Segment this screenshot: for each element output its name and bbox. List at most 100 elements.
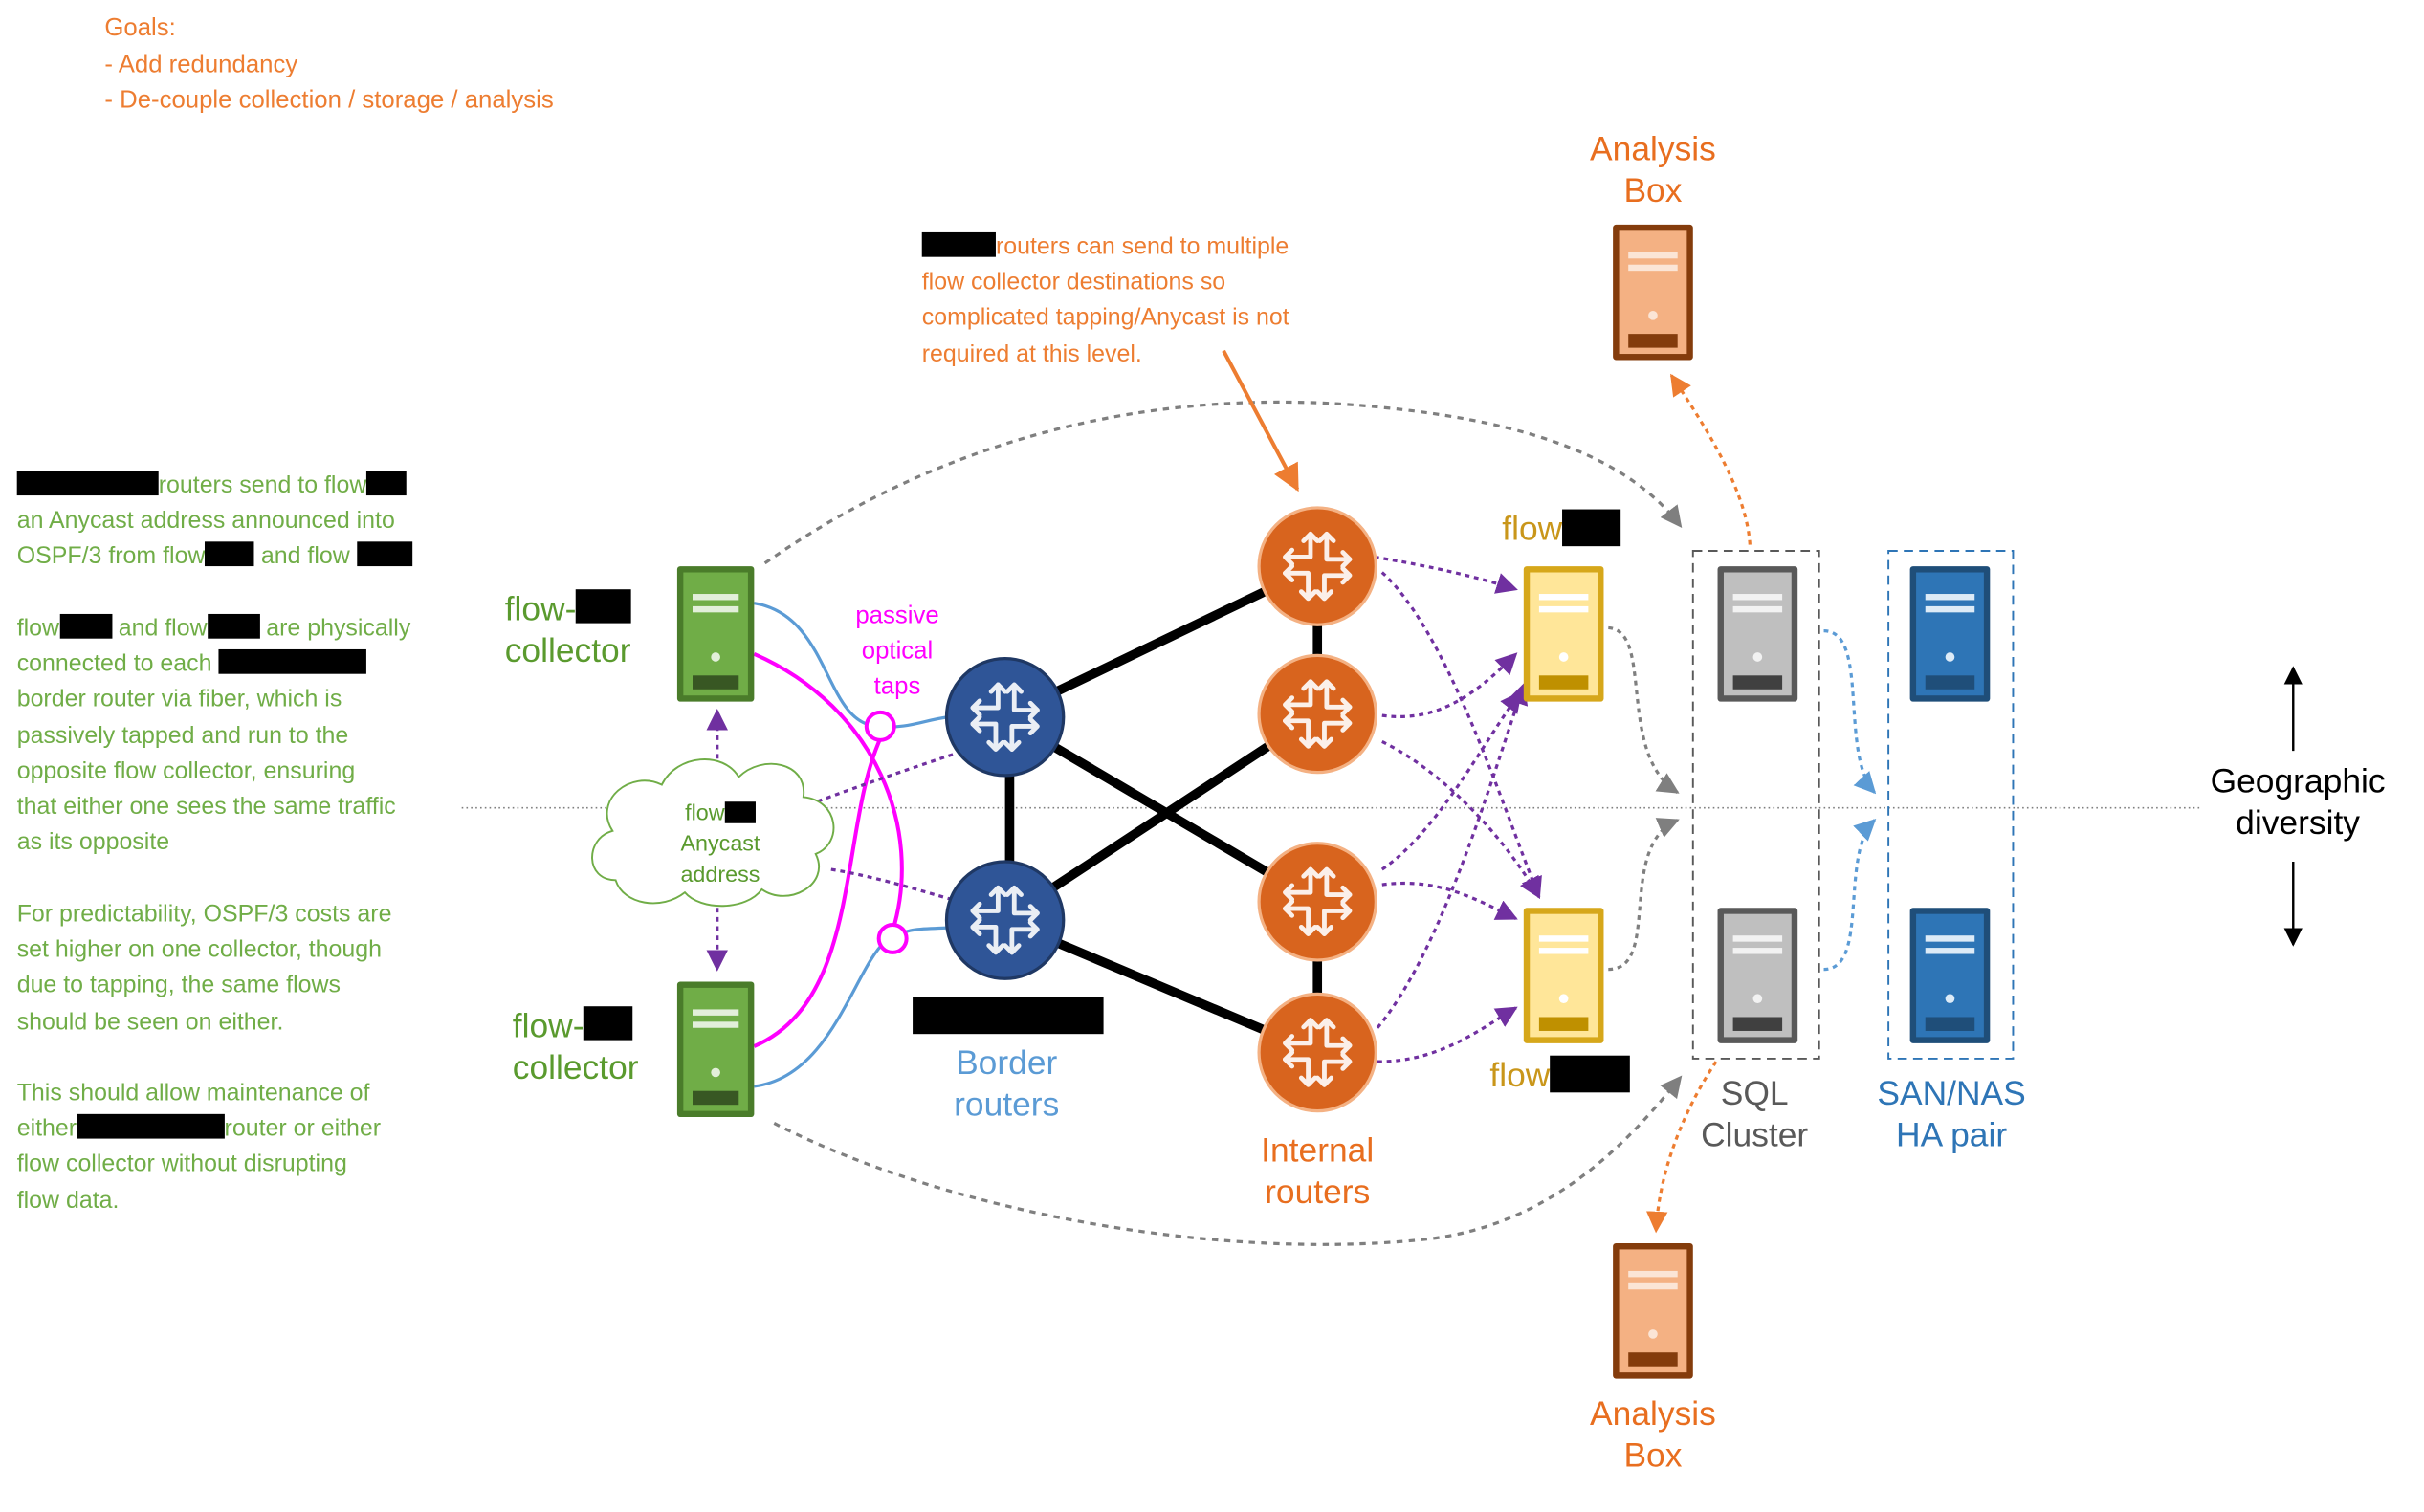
border-router-bottom [944,860,1066,980]
label-text: Geographic [2210,761,2386,800]
note-text: as its opposite [16,829,170,856]
note-text: flow collector without disrupting [16,1151,347,1178]
label-text: collector [512,1048,639,1087]
note-anycast: routers send to flow an Anycast address … [16,468,467,575]
redaction-border-name [913,997,1104,1035]
analysis-top-label: Analysis Box [1560,128,1745,212]
collector-server-bottom [676,981,755,1118]
anycast-cloud [591,758,835,908]
goals-item-1: - Add redundancy [104,51,298,78]
label-text: passive [855,603,939,630]
geo-diversity-label: Geographic diversity [2198,760,2398,844]
internal-router-4 [1257,992,1377,1113]
label-text: Box [1623,171,1683,210]
label-text: Analysis [1590,129,1716,168]
label-text: flow [1502,509,1563,548]
analysis-bottom-label: Analysis Box [1560,1392,1745,1477]
fiber-top [754,602,949,729]
label-text: flow- [504,589,577,628]
label-text: taps [873,673,921,701]
sql-to-analysis-top [1669,373,1752,545]
label-text: diversity [2236,803,2360,843]
redaction [77,1114,225,1139]
tap-line-bottom [753,737,883,1048]
sql-server-bottom [1717,908,1798,1043]
sql-to-analysis-bottom [1645,1061,1718,1234]
note-text: set higher on one collector, though [16,937,382,964]
goals-item-2: - De-couple collection / storage / analy… [104,87,554,115]
label-text: flow [1489,1055,1551,1094]
internal-router-3 [1257,842,1377,962]
sql-cluster-label: SQL Cluster [1678,1072,1832,1156]
collector-to-sql-top-curve [763,400,1683,565]
redaction [16,471,159,496]
note-ospf: For predictability, OSPF/3 costs are set… [17,897,467,1040]
redaction [366,471,408,496]
note-text: connected to each [16,650,219,678]
sql-to-san-arrows [1823,629,1877,972]
note-text: border router via fiber, which is [16,687,342,713]
label-text: Anycast [680,832,760,858]
collector-top-label: flow- collector [505,588,632,672]
san-nas-label: SAN/NAS HA pair [1860,1072,2044,1156]
border-routers-label: Border routers [915,1041,1099,1126]
callout-arrow [1222,349,1300,493]
cloud-label: flow Anycast address [659,799,782,891]
label-text: Internal [1261,1130,1375,1170]
note-text: complicated tapping/Anycast is not [921,305,1289,332]
note-text: and flow [111,615,208,642]
note-text: should be seen on either. [16,1008,284,1036]
note-text: required at this level. [921,340,1142,367]
label-text: routers [1265,1172,1371,1212]
note-text: and flow [253,543,350,570]
note-text: flow [16,615,60,642]
sql-cluster-box [1691,550,1820,1060]
label-text: flow [685,801,725,826]
redaction [205,541,254,567]
flow-server-top [1523,566,1604,702]
note-fiber: flow and flow are physically connected t… [17,611,467,861]
note-text: flow collector destinations so [921,269,1226,296]
note-text: that either one sees the same traffic [16,794,396,821]
label-text: optical [861,638,934,666]
san-server-top [1909,566,1991,702]
note-text: either [16,1115,77,1143]
label-text: SAN/NAS [1877,1074,2026,1113]
label-text: flow- [512,1006,584,1045]
note-text: OSPF/3 from flow [16,543,206,570]
note-text: flow data. [16,1187,120,1214]
san-box [1887,550,2015,1060]
redaction [207,613,260,639]
taps-label: passive optical taps [844,599,952,705]
redaction [218,649,366,675]
note-text: This should allow maintenance of [16,1080,370,1107]
redaction [724,801,756,823]
label-text: Border [956,1042,1058,1083]
note-text: routers can send to multiple [995,233,1289,260]
note-text: router or either [224,1115,382,1143]
note-text: For predictability, OSPF/3 costs are [16,901,392,929]
analysis-server-top [1613,224,1693,361]
label-text: routers [954,1085,1060,1124]
note-text: an Anycast address announced into [16,508,395,535]
redaction [59,613,112,639]
flow-server-bottom [1523,908,1604,1043]
note-maintenance: This should allow maintenance of either r… [17,1076,467,1218]
collector-to-sql-bottom-curve [773,1075,1683,1246]
redaction [576,589,632,624]
goals-title: Goals: [104,15,176,42]
passive-tap-bottom [876,922,909,954]
redaction [356,541,412,567]
redaction [584,1006,633,1041]
san-server-bottom [1909,908,1991,1043]
flow-top-label: flow [1502,508,1621,550]
internal-routers-label: Internal routers [1225,1129,1410,1214]
note-text: passively tapped and run to the [16,722,349,749]
label-text: Cluster [1701,1115,1809,1155]
label-text: Box [1623,1435,1683,1475]
internal-routers-note: routers can send to multiple flow collec… [921,230,1289,372]
passive-tap-top [864,710,896,742]
fiber-bottom [754,926,949,1088]
sql-server-top [1717,566,1798,702]
